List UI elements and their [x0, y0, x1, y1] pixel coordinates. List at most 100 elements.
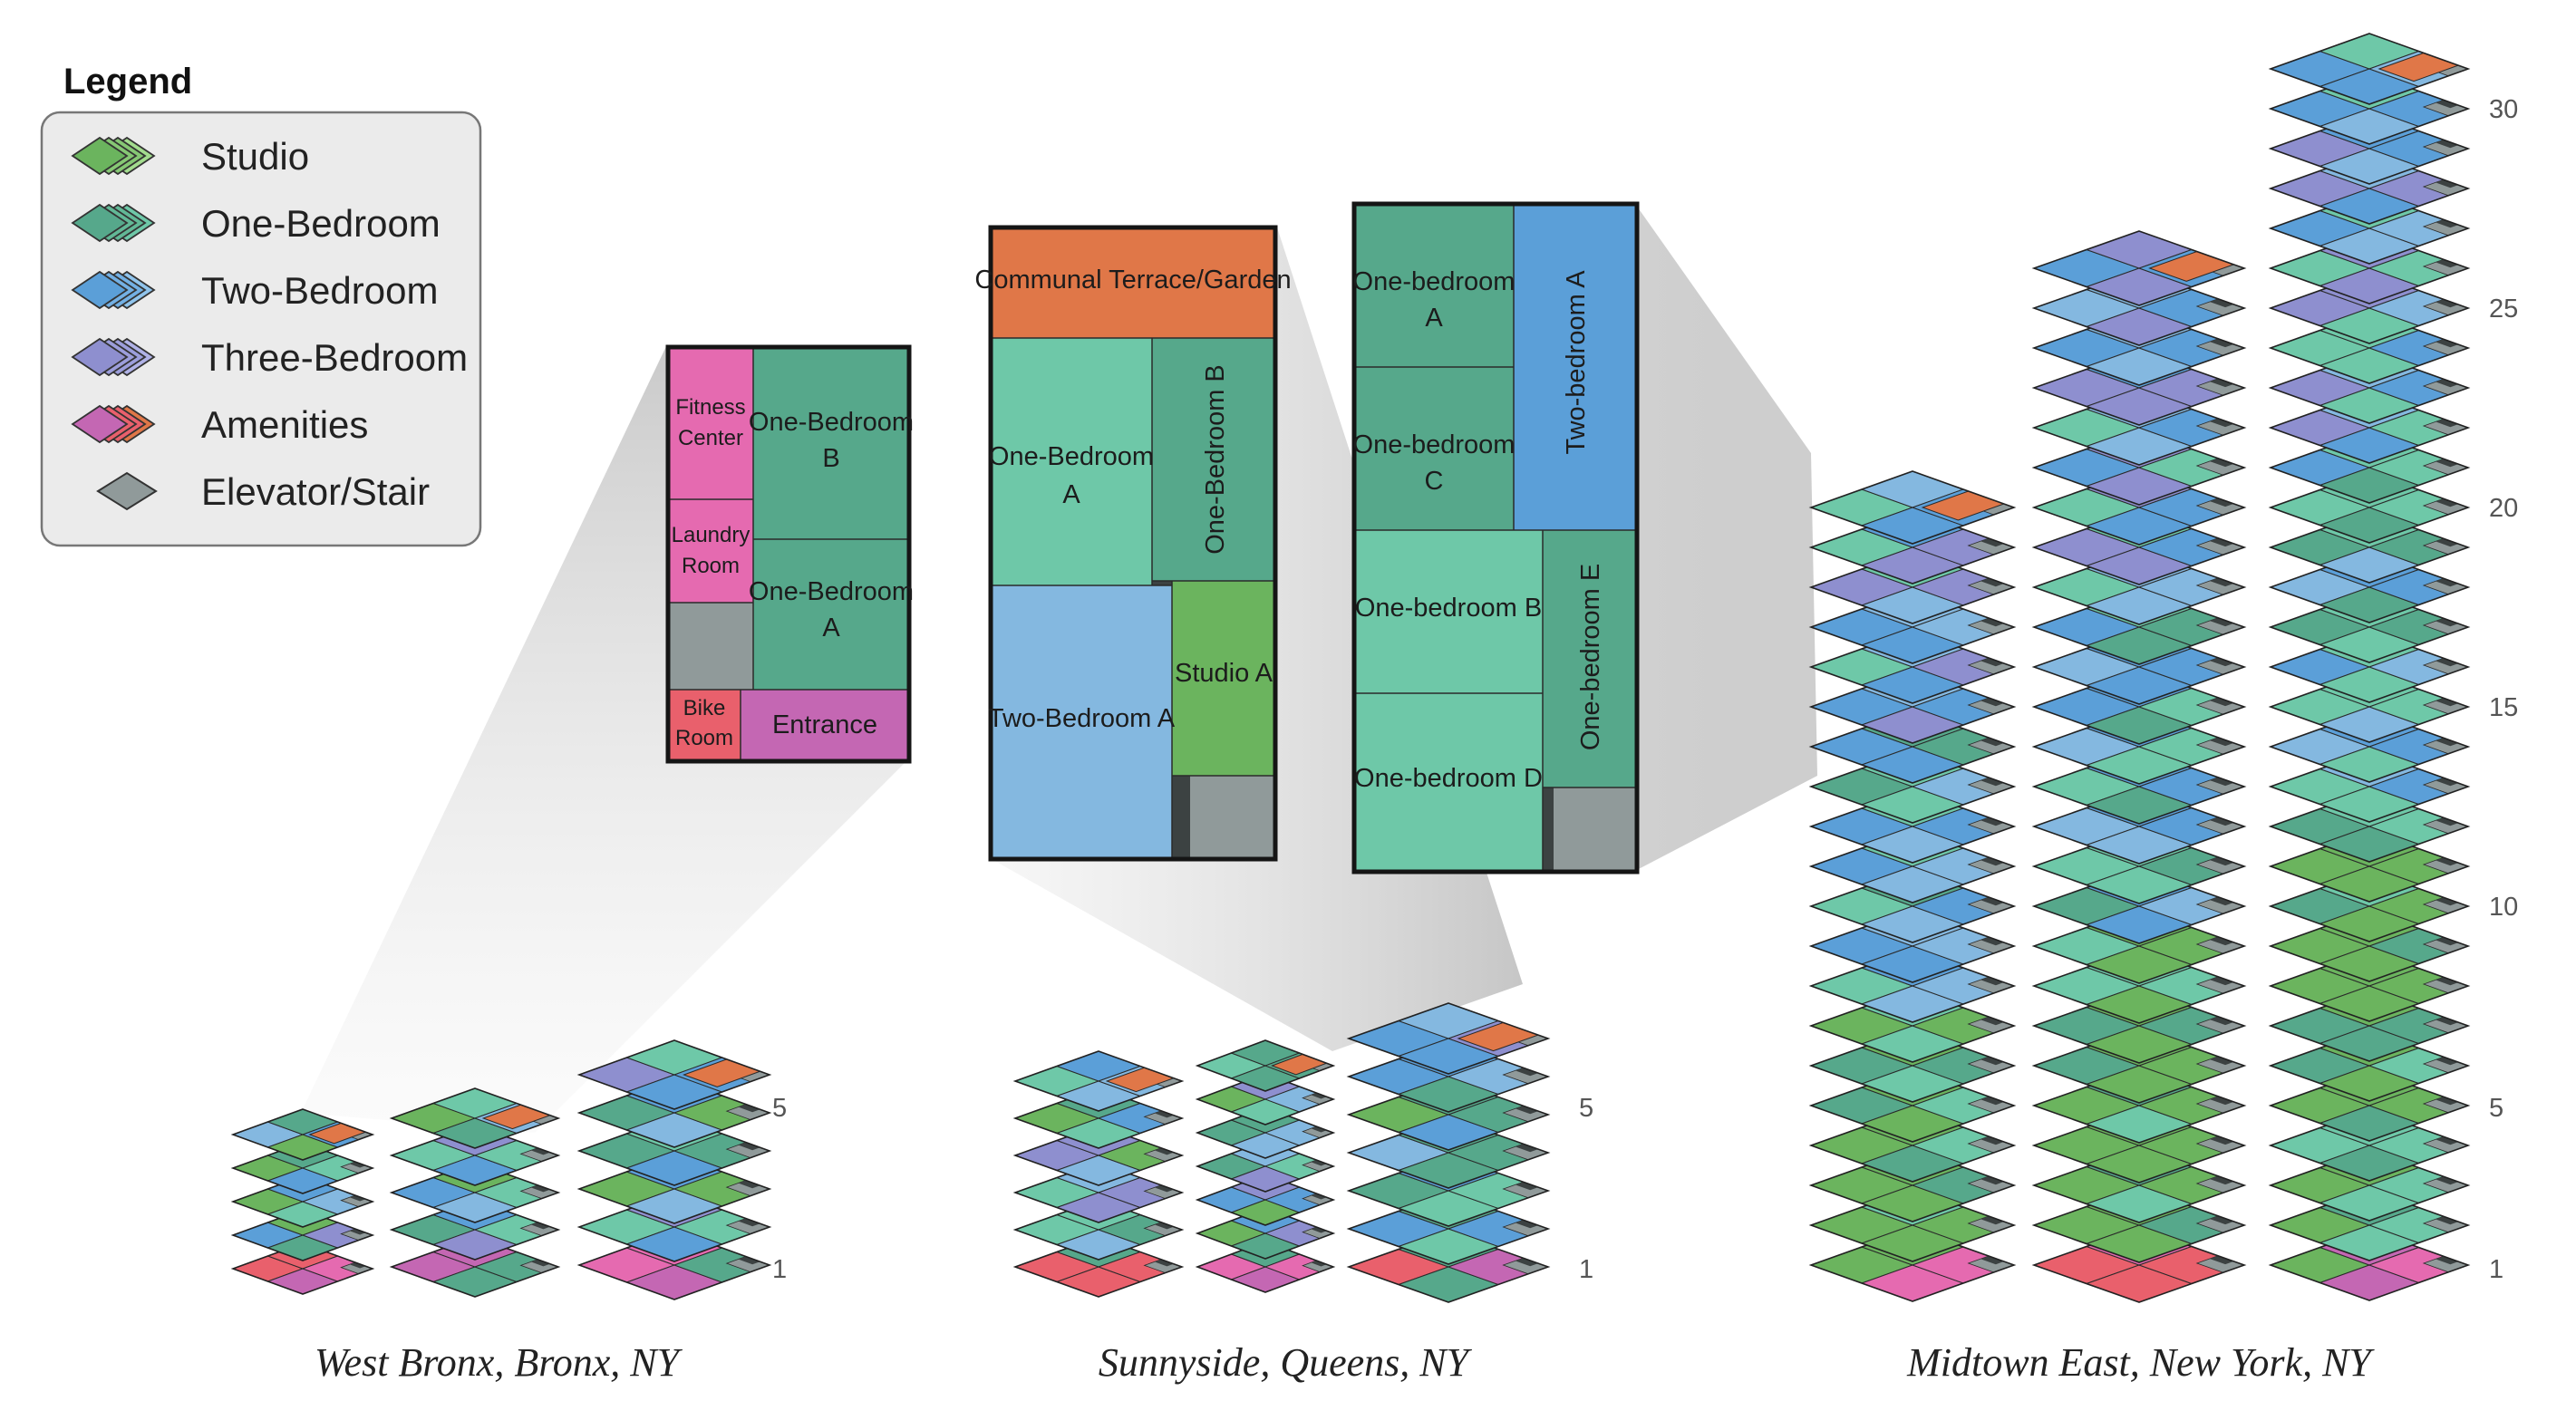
midtown-one-bedroom-b-label: One-bedroom B	[1355, 594, 1542, 623]
floor-slab	[230, 1242, 375, 1295]
legend-item-elevator-stair: Elevator/Stair	[96, 470, 430, 513]
midtown-caption: Midtown East, New York, NY	[1906, 1340, 2375, 1385]
bike-room	[668, 690, 741, 761]
floor-slab	[1808, 630, 2017, 704]
terrace-label: Communal Terrace/Garden	[974, 266, 1291, 295]
legend: Legend StudioOne-BedroomTwo-BedroomThree…	[40, 62, 482, 547]
one-bedroom-e-room	[1543, 530, 1637, 787]
two-bedroom-a-room	[991, 585, 1172, 859]
elevator-stair-icon	[96, 471, 158, 511]
legend-label: One-Bedroom	[201, 202, 441, 245]
midtown-stack-2	[2031, 230, 2247, 1303]
one-bedroom-b-room	[1152, 338, 1275, 581]
queens-stack-2	[1195, 1039, 1336, 1293]
two-bedroom-a-room	[1514, 204, 1637, 530]
floor-slab	[1808, 1029, 2017, 1103]
floor-slab	[1012, 1236, 1185, 1298]
floor-slab	[389, 1087, 561, 1149]
floor-slab	[1808, 1228, 2017, 1302]
one-bedroom-a-room	[753, 539, 909, 690]
one-bedroom-a-room	[991, 338, 1152, 585]
floor-slab	[2031, 430, 2247, 506]
one-bedroom-d-room	[1354, 693, 1543, 872]
floor-slab	[2031, 230, 2247, 306]
floor-slab	[2031, 749, 2247, 825]
floor-slab	[1195, 1039, 1336, 1092]
bronx-stack-1	[230, 1108, 375, 1295]
midtown-two-bedroom-a-label: Two-bedroom A	[1562, 270, 1591, 455]
elevator-stair-core	[668, 603, 753, 690]
midtown-floor-25-label: 25	[2489, 295, 2518, 324]
floor-slab	[1195, 1140, 1336, 1193]
entrance-room	[741, 690, 909, 761]
one-bedroom-icon	[71, 203, 156, 243]
floor-slab	[230, 1108, 375, 1161]
two-bedroom-a-label: Two-Bedroom A	[988, 704, 1176, 733]
midtown-one-bedroom-e-label: One-bedroom E	[1576, 564, 1605, 750]
floor-labels: 5 1 5 1 30 25 20 15 10 5 1	[772, 95, 2518, 1284]
stair-core	[1172, 776, 1190, 859]
floor-slab	[1808, 989, 2017, 1063]
floor-slab	[2268, 33, 2471, 105]
bronx-caption: West Bronx, Bronx, NY	[315, 1340, 683, 1385]
floor-slab	[576, 1230, 772, 1300]
legend-label: Three-Bedroom	[201, 336, 468, 379]
bronx-floor-1-label: 1	[772, 1255, 787, 1284]
midtown-floor-20-label: 20	[2489, 494, 2518, 523]
three-bedroom-icon	[71, 337, 156, 377]
midtown-floor-1-label: 1	[2489, 1255, 2503, 1284]
floor-slab	[1808, 550, 2017, 624]
one-bedroom-a-room	[1354, 204, 1514, 367]
one-bedroom-c-room	[1354, 367, 1514, 530]
legend-title: Legend	[63, 62, 192, 101]
legend-item-two-bedroom: Two-Bedroom	[71, 269, 438, 312]
midtown-one-bedroom-d-label: One-bedroom D	[1354, 764, 1543, 793]
communal-terrace-garden	[991, 227, 1275, 338]
queens-caption: Sunnyside, Queens, NY	[1099, 1340, 1473, 1385]
floor-slab	[1012, 1050, 1185, 1112]
floor-slab	[576, 1039, 772, 1110]
elevator-core	[1190, 776, 1275, 859]
studio-icon	[71, 136, 156, 176]
elevator-core	[1554, 787, 1637, 872]
legend-label: Studio	[201, 135, 309, 178]
floor-slab	[1808, 470, 2017, 545]
bronx-floor-5-label: 5	[772, 1094, 787, 1123]
legend-label: Elevator/Stair	[201, 470, 430, 513]
floor-slab	[389, 1199, 561, 1261]
midtown-projection-shadow	[1633, 201, 1817, 872]
legend-label: Two-Bedroom	[201, 269, 438, 312]
stair-core	[1543, 787, 1554, 872]
midtown-floor-10-label: 10	[2489, 893, 2518, 922]
floor-slab	[1346, 1002, 1551, 1075]
floor-slab	[2268, 551, 2471, 623]
legend-label: Amenities	[201, 403, 368, 446]
legend-items: StudioOne-BedroomTwo-BedroomThree-Bedroo…	[71, 135, 468, 513]
floor-slab	[2031, 948, 2247, 1024]
queens-one-bedroom-b-label: One-Bedroom B	[1201, 364, 1230, 555]
midtown-floor-30-label: 30	[2489, 95, 2518, 124]
queens-stack-1	[1012, 1050, 1185, 1298]
bronx-stack-3	[576, 1039, 772, 1300]
legend-item-one-bedroom: One-Bedroom	[71, 202, 441, 245]
fitness-center-room	[668, 347, 753, 499]
location-captions: West Bronx, Bronx, NY Sunnyside, Queens,…	[315, 1340, 2375, 1385]
legend-item-three-bedroom: Three-Bedroom	[71, 336, 468, 379]
floor-slab	[2031, 1147, 2247, 1223]
two-bedroom-icon	[71, 270, 156, 310]
building-stacks	[230, 33, 2471, 1303]
floor-slab	[1346, 1040, 1551, 1113]
amenities-icon	[71, 404, 156, 444]
midtown-stack-3	[2268, 33, 2471, 1301]
